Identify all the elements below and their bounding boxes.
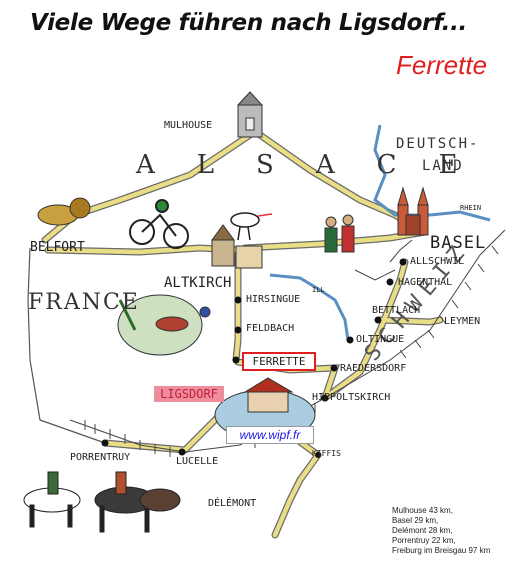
dot-hagenthal (386, 278, 394, 286)
border-line-north (389, 239, 413, 263)
dot-allschwil (399, 258, 407, 266)
region-deutschland-line1: DEUTSCH- (396, 136, 480, 152)
horse-riders-icon (23, 471, 181, 533)
place-belfort: BELFORT (30, 240, 85, 255)
place-mulhouse: MULHOUSE (164, 120, 213, 131)
river-rhein (373, 124, 491, 222)
basel-cathedral-icon (397, 186, 429, 236)
dancing-couple-icon (324, 214, 355, 253)
place-hagenthal: HAGENTHAL (398, 277, 453, 288)
dot-lucelle (178, 448, 186, 456)
lion-icon (37, 197, 91, 226)
distance-item: Delémont 28 km, (392, 526, 453, 535)
place-raedersdorf: RAEDERSDORF (340, 363, 407, 374)
distance-item: Porrentruy 22 km, (392, 536, 456, 545)
distance-list: Mulhouse 43 km, Basel 29 km, Delémont 28… (392, 506, 490, 556)
church-icon (211, 224, 263, 269)
place-delemont: DÉLÉMONT (208, 498, 257, 509)
dot-oltingue (346, 336, 354, 344)
distance-item: Freiburg im Breisgau 97 km (392, 546, 491, 555)
subtitle: Ferrette (396, 50, 488, 80)
dot-ferrette (232, 356, 240, 364)
place-basel: BASEL (430, 233, 487, 253)
region-deutschland-line2: LAND (422, 158, 464, 174)
border-line-basel-west (354, 269, 396, 281)
place-porrentruy: PORRENTRUY (70, 452, 131, 463)
headline: Viele Wege führen nach Ligsdorf... (30, 10, 467, 36)
region-alsace: ALSACE (136, 150, 500, 180)
place-bettlach: BETTLACH (372, 305, 421, 316)
website-link[interactable]: www.wipf.fr (226, 426, 314, 444)
river-ill (269, 273, 350, 341)
place-allschwil: ALLSCHWIL (410, 256, 465, 267)
region-france: FRANCE (28, 290, 140, 315)
fisherman-icon (117, 294, 211, 356)
cyclist-icon (129, 199, 189, 249)
river-ill-label: ILL (312, 286, 325, 294)
place-lucelle: LUCELLE (176, 456, 219, 467)
place-altkirch: ALTKIRCH (164, 275, 232, 291)
distance-item: Basel 29 km, (392, 516, 439, 525)
dot-raedersdorf (330, 364, 338, 372)
dot-kiffis (315, 452, 321, 458)
place-oltingue: OLTINGUE (356, 334, 405, 345)
river-rhein-label: RHEIN (460, 204, 482, 212)
place-ferrette: FERRETTE (242, 352, 316, 371)
mulhouse-building-icon (236, 91, 264, 138)
place-hippoltskirch: HIPPOLTSKIRCH (312, 392, 391, 403)
place-leymen: LEYMEN (444, 316, 481, 327)
distance-item: Mulhouse 43 km, (392, 506, 453, 515)
place-ligsdorf: LIGSDORF (154, 386, 224, 402)
dot-bettlach (374, 316, 382, 324)
stork-icon (230, 212, 273, 241)
dot-hirsingue (234, 296, 242, 304)
place-feldbach: FELDBACH (246, 323, 295, 334)
dot-feldbach (234, 326, 242, 334)
border-line (69, 229, 506, 453)
dot-hippoltskirch (321, 394, 329, 402)
place-kiffis: KIFFIS (312, 449, 341, 458)
place-hirsingue: HIRSINGUE (246, 294, 301, 305)
dot-porrentruy (101, 439, 109, 447)
